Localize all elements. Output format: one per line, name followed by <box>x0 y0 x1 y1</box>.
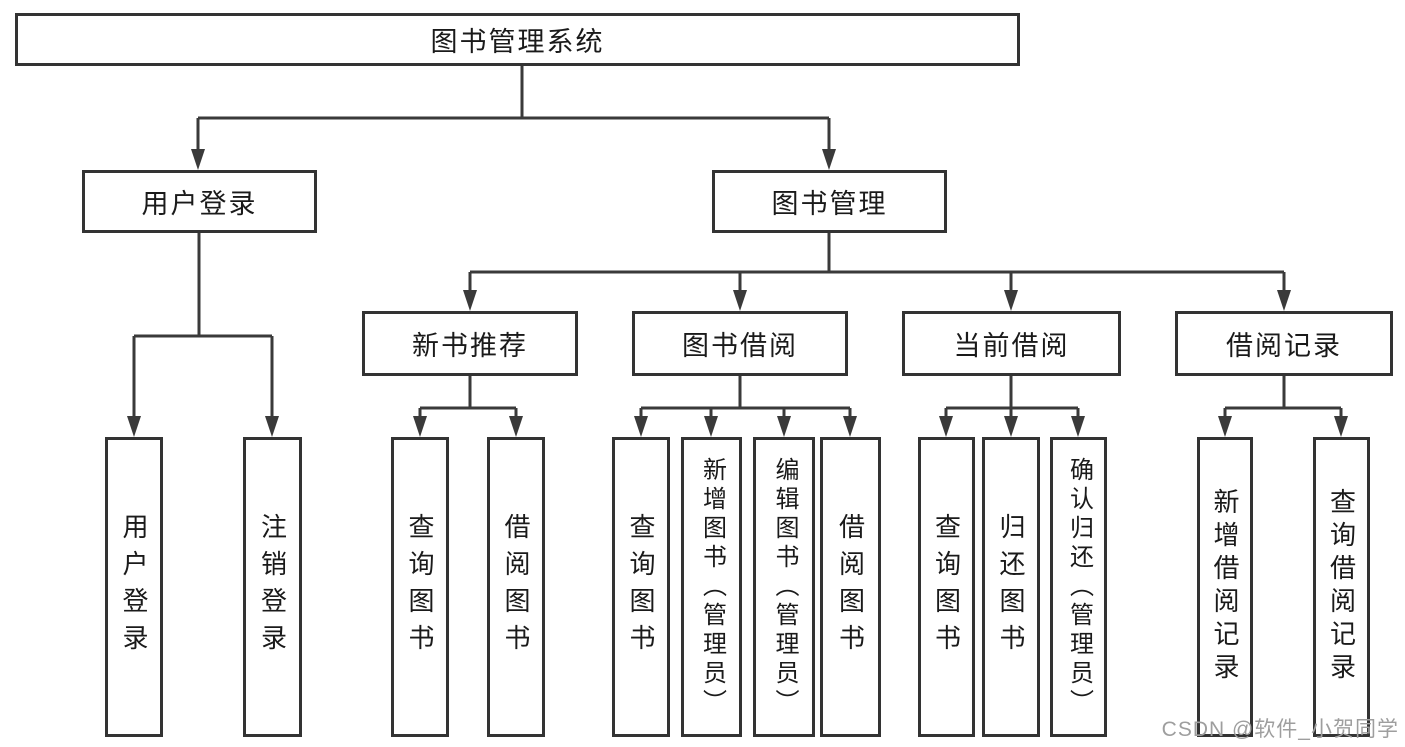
node-library-system: 图书管理系统 <box>15 13 1020 66</box>
node-borrow-records: 借阅记录 <box>1175 311 1393 376</box>
node-query-borrow-record: 查询借阅记录 <box>1313 437 1370 737</box>
node-return-book: 归还图书 <box>982 437 1040 737</box>
node-query-books-recommend: 查询图书 <box>391 437 449 737</box>
csdn-watermark: CSDN @软件_小贺同学 <box>1161 718 1399 741</box>
node-user-login: 用户登录 <box>82 170 317 233</box>
node-book-management: 图书管理 <box>712 170 947 233</box>
node-edit-book-admin: 编辑图书（管理员） <box>753 437 815 737</box>
node-new-book-recommend: 新书推荐 <box>362 311 578 376</box>
node-confirm-return-admin: 确认归还（管理员） <box>1050 437 1107 737</box>
node-user-login-leaf: 用户登录 <box>105 437 163 737</box>
node-query-books-borrow: 查询图书 <box>612 437 670 737</box>
node-current-borrow: 当前借阅 <box>902 311 1121 376</box>
node-borrow-books-recommend: 借阅图书 <box>487 437 545 737</box>
node-add-borrow-record: 新增借阅记录 <box>1197 437 1253 737</box>
node-borrow-books-leaf: 借阅图书 <box>820 437 881 737</box>
node-query-books-current: 查询图书 <box>918 437 975 737</box>
arrowhead-icons <box>127 149 1348 437</box>
node-book-borrow: 图书借阅 <box>632 311 848 376</box>
node-logout-leaf: 注销登录 <box>243 437 302 737</box>
node-add-book-admin: 新增图书（管理员） <box>681 437 742 737</box>
